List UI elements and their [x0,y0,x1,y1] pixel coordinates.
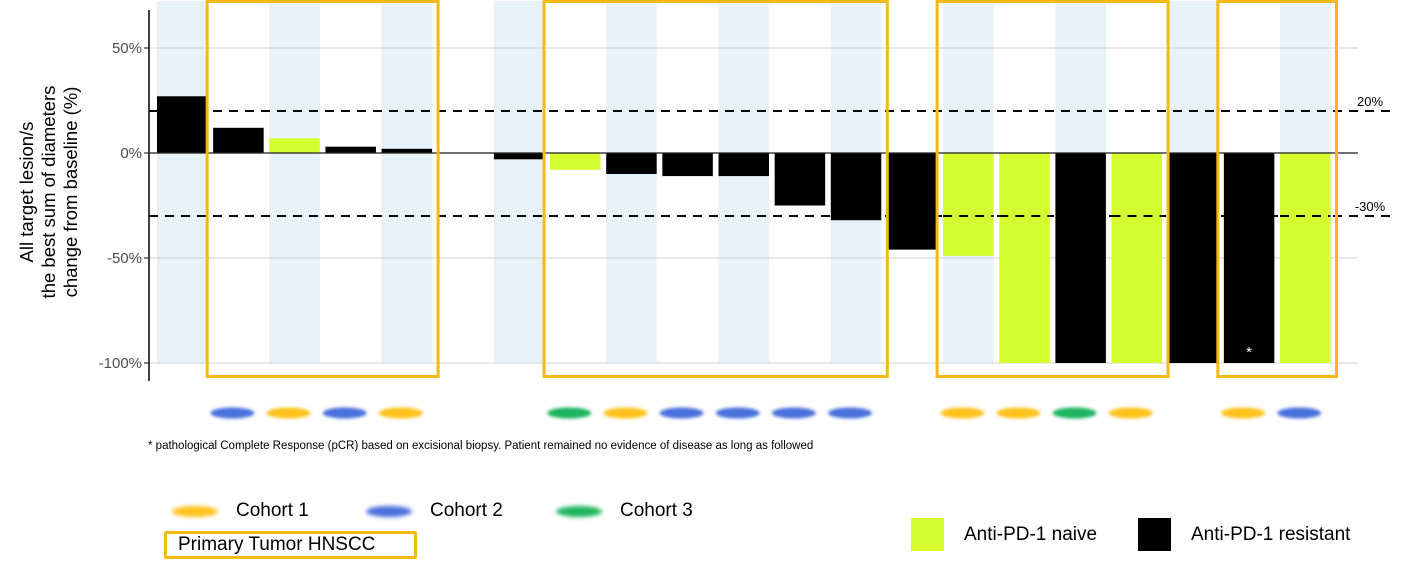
y-tick-label: 0% [120,145,142,162]
cohort-marker-cohort-2 [659,407,704,419]
cohort-markers [210,407,1322,419]
legend-label-naive: Anti-PD-1 naive [964,523,1098,545]
y-tick-label: -50% [107,250,142,267]
background-band [269,1,320,363]
background-band [606,1,657,363]
bar-resistant [381,148,433,153]
cohort-marker-cohort-3 [1052,407,1097,419]
pcr-asterisk: * [1246,344,1252,361]
resistant-swatch-icon [1138,518,1171,551]
y-axis-title-line-3: change from baseline (%) [60,86,81,298]
legend-label-cohort-3: Cohort 3 [620,500,693,521]
y-axis-title-line-2: the best sum of diameters [38,85,59,299]
primary-tumor-box [542,0,889,378]
legend-item-cohort-1: Cohort 1 [172,498,309,524]
bar-resistant [325,146,376,153]
legend-item-naive: Anti-PD-1 naive [911,518,1097,551]
y-axis-title: All target lesion/s the best sum of diam… [16,2,96,382]
bar-resistant [606,153,657,174]
cohort-marker-cohort-1 [603,407,648,419]
primary-tumor-box [205,0,440,378]
legend-item-resistant: Anti-PD-1 resistant [1138,518,1350,551]
legend-item-cohort-3: Cohort 3 [556,498,693,524]
bar-resistant [1223,153,1275,363]
cohort-marker-cohort-1 [996,407,1041,419]
bar-resistant [662,153,713,177]
bars: * [157,96,1331,363]
primary-tumor-box [1216,0,1338,378]
reference-line-label: -30% [1355,199,1386,214]
bar-resistant [213,127,264,153]
bar-resistant [157,96,208,153]
y-tick-label: 50% [112,40,142,57]
cohort-1-ellipse-icon [172,505,218,517]
bar-resistant [774,153,826,206]
cohort-2-ellipse-icon [366,505,412,517]
bar-resistant [1167,153,1219,363]
bar-resistant [493,153,545,160]
bar-resistant [886,153,938,250]
cohort-3-ellipse-icon [556,505,602,517]
bar-naive [943,153,994,256]
footnote: * pathological Complete Response (pCR) b… [148,440,814,452]
bar-naive [1280,153,1331,363]
cohort-marker-cohort-2 [210,407,255,419]
background-band [381,1,433,363]
reference-line-label: 20% [1357,94,1383,109]
y-tick-label: -100% [99,355,142,372]
reference-lines: 20% -30% [149,94,1393,217]
bar-naive [550,153,601,170]
primary-tumor-boxes [205,0,1338,378]
cohort-marker-cohort-1 [1108,407,1153,419]
legend-label-cohort-2: Cohort 2 [430,500,503,521]
cohort-marker-cohort-2 [1277,407,1322,419]
cohort-marker-cohort-1 [1221,407,1266,419]
waterfall-chart: 20% -30% * 50% 0% -50% -100% [99,0,1393,419]
bar-resistant [1055,153,1106,363]
naive-swatch-icon [911,518,944,551]
bar-naive [999,153,1050,363]
axes: 50% 0% -50% -100% [99,10,1358,381]
bar-naive [1111,153,1163,363]
legend-item-cohort-2: Cohort 2 [366,498,503,524]
legend-primary-tumor-box: Primary Tumor HNSCC [164,531,417,559]
cohort-marker-cohort-2 [322,407,367,419]
background-band [718,1,769,363]
cohort-marker-cohort-2 [828,407,873,419]
y-axis-title-line-1: All target lesion/s [16,121,37,263]
cohort-marker-cohort-1 [378,407,423,419]
legend-label-cohort-1: Cohort 1 [236,500,309,521]
background-band [493,1,545,363]
bar-naive [269,138,320,153]
cohort-marker-cohort-2 [771,407,816,419]
legend-label-resistant: Anti-PD-1 resistant [1191,523,1351,545]
cohort-marker-cohort-1 [266,407,311,419]
cohort-marker-cohort-3 [547,407,592,419]
bar-resistant [830,153,882,221]
primary-tumor-box [935,0,1170,378]
cohort-marker-cohort-1 [940,407,985,419]
cohort-marker-cohort-2 [715,407,760,419]
bar-resistant [718,153,769,177]
background-band [157,1,208,363]
